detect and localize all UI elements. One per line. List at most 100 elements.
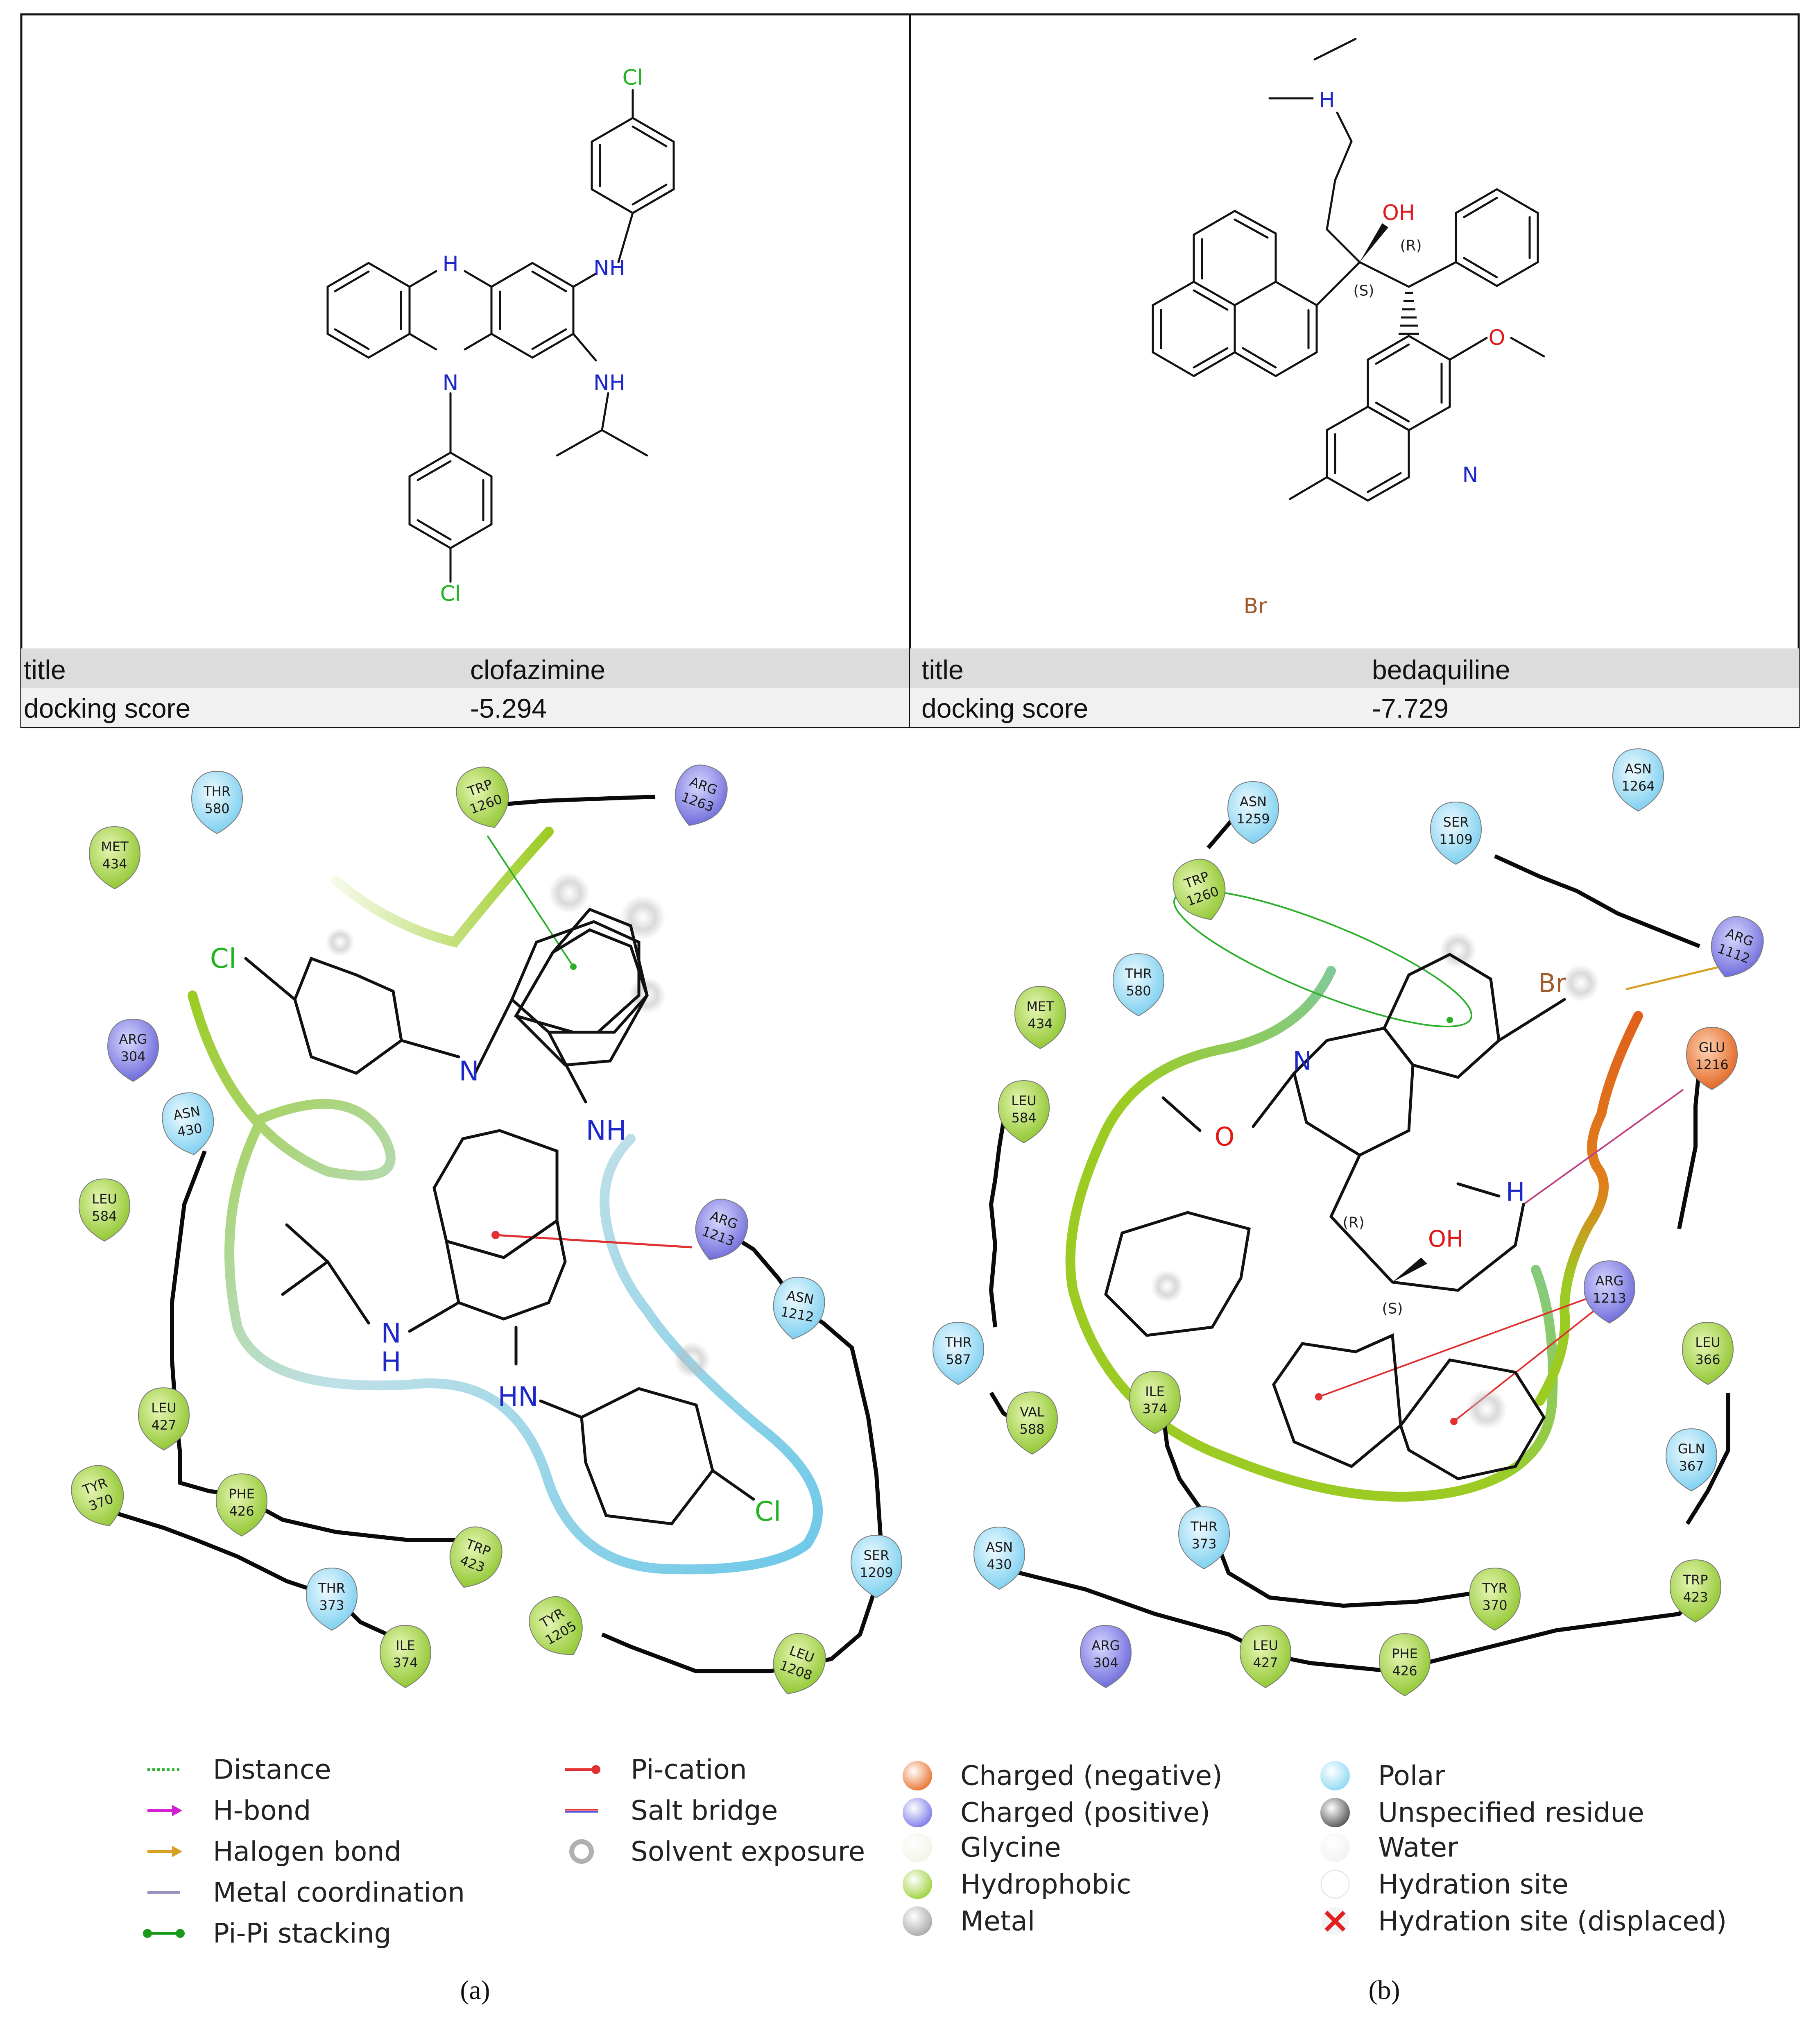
table-b-key-0: title bbox=[921, 655, 964, 685]
legend-pi-pi-stacking: Pi-Pi stacking bbox=[143, 1918, 391, 1949]
legend-hydrophobic: Hydrophobic bbox=[903, 1869, 1131, 1900]
legend-label: Hydrophobic bbox=[960, 1869, 1131, 1900]
residue-name: LEU bbox=[92, 1191, 117, 1207]
residue-number: 1264 bbox=[1621, 778, 1655, 794]
residue-number: 1216 bbox=[1695, 1057, 1728, 1072]
residue-name: LEU bbox=[1011, 1093, 1036, 1108]
b-residue-met-434: MET 434 bbox=[1014, 986, 1066, 1049]
legend-salt-bridge: Salt bridge bbox=[565, 1795, 778, 1827]
dumbbell-green-icon bbox=[143, 1929, 185, 1938]
residue-number: 367 bbox=[1679, 1458, 1704, 1474]
interaction-diagram-b: Br N O H OH (R) (S) ASN1259ASN1264SER110… bbox=[932, 748, 1764, 1697]
residue-number: 434 bbox=[102, 856, 127, 872]
legend-label: Solvent exposure bbox=[631, 1836, 865, 1867]
residue-number: 366 bbox=[1695, 1352, 1720, 1367]
hydration-site-icon bbox=[1320, 1870, 1350, 1899]
atom-o-b2: O bbox=[1215, 1122, 1235, 1152]
residue-number: 426 bbox=[229, 1503, 254, 1519]
residue-number: 304 bbox=[1093, 1655, 1118, 1670]
residue-name: THR bbox=[944, 1335, 972, 1350]
residue-number: 373 bbox=[1191, 1536, 1216, 1552]
residue-number: 434 bbox=[1028, 1016, 1053, 1031]
table-b-value-1: -7.729 bbox=[1372, 693, 1449, 723]
atom-n-b2: N bbox=[1293, 1046, 1312, 1076]
legend-water: Water bbox=[1320, 1832, 1458, 1863]
legend-glycine: Glycine bbox=[903, 1832, 1061, 1863]
legend-charged-positive-: Charged (positive) bbox=[903, 1797, 1210, 1829]
sphere-icon bbox=[903, 1833, 932, 1862]
residue-number: 426 bbox=[1392, 1663, 1417, 1679]
legend-halogen-bond: Halogen bond bbox=[147, 1836, 401, 1867]
legend-label: Hydration site (displaced) bbox=[1378, 1906, 1727, 1937]
legend-label: Polar bbox=[1378, 1760, 1446, 1792]
legend-label: Salt bridge bbox=[631, 1795, 778, 1827]
legend-label: Unspecified residue bbox=[1378, 1797, 1644, 1829]
stereo-r-b: (R) bbox=[1400, 238, 1422, 254]
legend-label: Pi-cation bbox=[631, 1754, 747, 1786]
stereo-r-b2: (R) bbox=[1342, 1215, 1364, 1231]
table-a-key-1: docking score bbox=[24, 693, 190, 723]
dot-red-icon bbox=[565, 1765, 600, 1774]
legend-label: Water bbox=[1378, 1832, 1458, 1863]
legend-hydration-site: Hydration site bbox=[1320, 1869, 1569, 1900]
a-residue-ser-1209: SER 1209 bbox=[850, 1534, 903, 1598]
atom-cl-top-a: Cl bbox=[623, 66, 643, 90]
residue-name: SER bbox=[864, 1548, 890, 1563]
residue-name: THR bbox=[203, 784, 231, 799]
legend-unspecified-residue: Unspecified residue bbox=[1320, 1797, 1644, 1829]
residues-a: THR580TRP1260ARG1263MET434ARG304ASN430LE… bbox=[71, 764, 903, 1695]
residue-number: 427 bbox=[1253, 1655, 1278, 1670]
sphere-icon bbox=[1320, 1833, 1350, 1862]
residue-number: 584 bbox=[1011, 1110, 1036, 1126]
legend-h-bond: H-bond bbox=[147, 1795, 311, 1827]
atom-hn-a3: HN bbox=[498, 1381, 539, 1413]
residue-name: MET bbox=[1026, 999, 1054, 1014]
atom-nh1-a: NH bbox=[593, 256, 625, 281]
residue-name: ARG bbox=[119, 1031, 147, 1047]
atom-br-b: Br bbox=[1243, 594, 1267, 619]
residue-number: 1209 bbox=[860, 1565, 893, 1580]
residue-name: ASN bbox=[1240, 794, 1267, 809]
residue-name: GLN bbox=[1678, 1441, 1705, 1457]
atom-nh-b2: H bbox=[1506, 1177, 1525, 1207]
line-redblue-icon bbox=[565, 1809, 598, 1813]
atom-nh-plus-b: H bbox=[1319, 88, 1335, 113]
atom-h-a2: H bbox=[381, 1346, 401, 1378]
bedaquiline-structure bbox=[1152, 38, 1545, 502]
atom-n-a: N bbox=[443, 371, 459, 395]
residue-name: ASN bbox=[1625, 761, 1652, 777]
atom-cl-a1: Cl bbox=[210, 943, 236, 974]
legend-label: Hydration site bbox=[1378, 1869, 1569, 1900]
legend-label: Charged (positive) bbox=[960, 1797, 1210, 1829]
legend-polar: Polar bbox=[1320, 1760, 1446, 1792]
sphere-icon bbox=[1320, 1798, 1350, 1827]
red-x-icon bbox=[1321, 1907, 1349, 1935]
atom-o-b: O bbox=[1489, 326, 1505, 350]
legend-label: Charged (negative) bbox=[960, 1760, 1222, 1792]
legend-solvent-exposure: Solvent exposure bbox=[569, 1836, 865, 1867]
